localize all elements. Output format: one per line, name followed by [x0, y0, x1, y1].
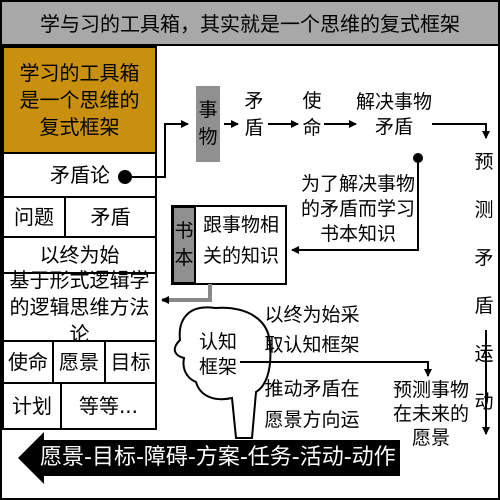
predict-future-label: 预测事物在未来的愿景 — [392, 379, 469, 449]
arrow-solve-predict — [432, 123, 490, 139]
solve-dot — [413, 153, 423, 163]
arrow-to-thing — [132, 120, 189, 178]
thing-box: 事物 — [196, 86, 220, 162]
book-label: 书本 — [174, 220, 194, 269]
vision-cell: 愿景 — [52, 340, 106, 384]
page-title: 学与习的工具箱，其实就是一个思维的复式框架 — [2, 2, 498, 46]
learn-books-label: 为了解决事物的矛盾而学习书本知识 — [300, 173, 415, 245]
bottom-arrow-label: 愿景-目标-障碍-方案-任务-活动-动作 — [40, 445, 396, 470]
thing-label: 事物 — [198, 99, 218, 148]
arrow-to-predict-future — [240, 361, 432, 377]
push-contradiction-label: 推动矛盾在愿景方向运动 — [264, 378, 360, 462]
contradiction-label: 矛盾 — [244, 90, 264, 139]
arrow-knowledge-logic — [161, 284, 212, 304]
solve-contradiction-label: 解决事物矛盾 — [355, 91, 432, 138]
etc-cell: 等等... — [60, 382, 157, 430]
goal-cell: 目标 — [104, 340, 157, 384]
contradiction-cell: 矛盾 — [64, 196, 157, 238]
mission-label: 使命 — [302, 90, 322, 139]
plan-cell: 计划 — [2, 382, 62, 430]
logic-method-cell: 基于形式逻辑学的逻辑思维方法论 — [2, 268, 157, 346]
head-silhouette — [173, 306, 272, 439]
mission-cell: 使命 — [2, 340, 54, 384]
begin-end-frame-label: 以终为始采取认知框架 — [264, 304, 360, 356]
cognitive-frame-label: 认知框架 — [198, 331, 237, 378]
related-knowledge-label: 跟事物相关的知识 — [202, 214, 279, 267]
bottom-arrow-shape — [18, 432, 400, 484]
arrow-to-learning — [291, 163, 419, 254]
book-box: 书本 — [172, 206, 196, 284]
toolbox-header: 学习的工具箱是一个思维的复式框架 — [2, 46, 157, 154]
start-dot — [118, 170, 132, 184]
predict-movement-label: 预测矛盾运动 — [474, 151, 494, 413]
